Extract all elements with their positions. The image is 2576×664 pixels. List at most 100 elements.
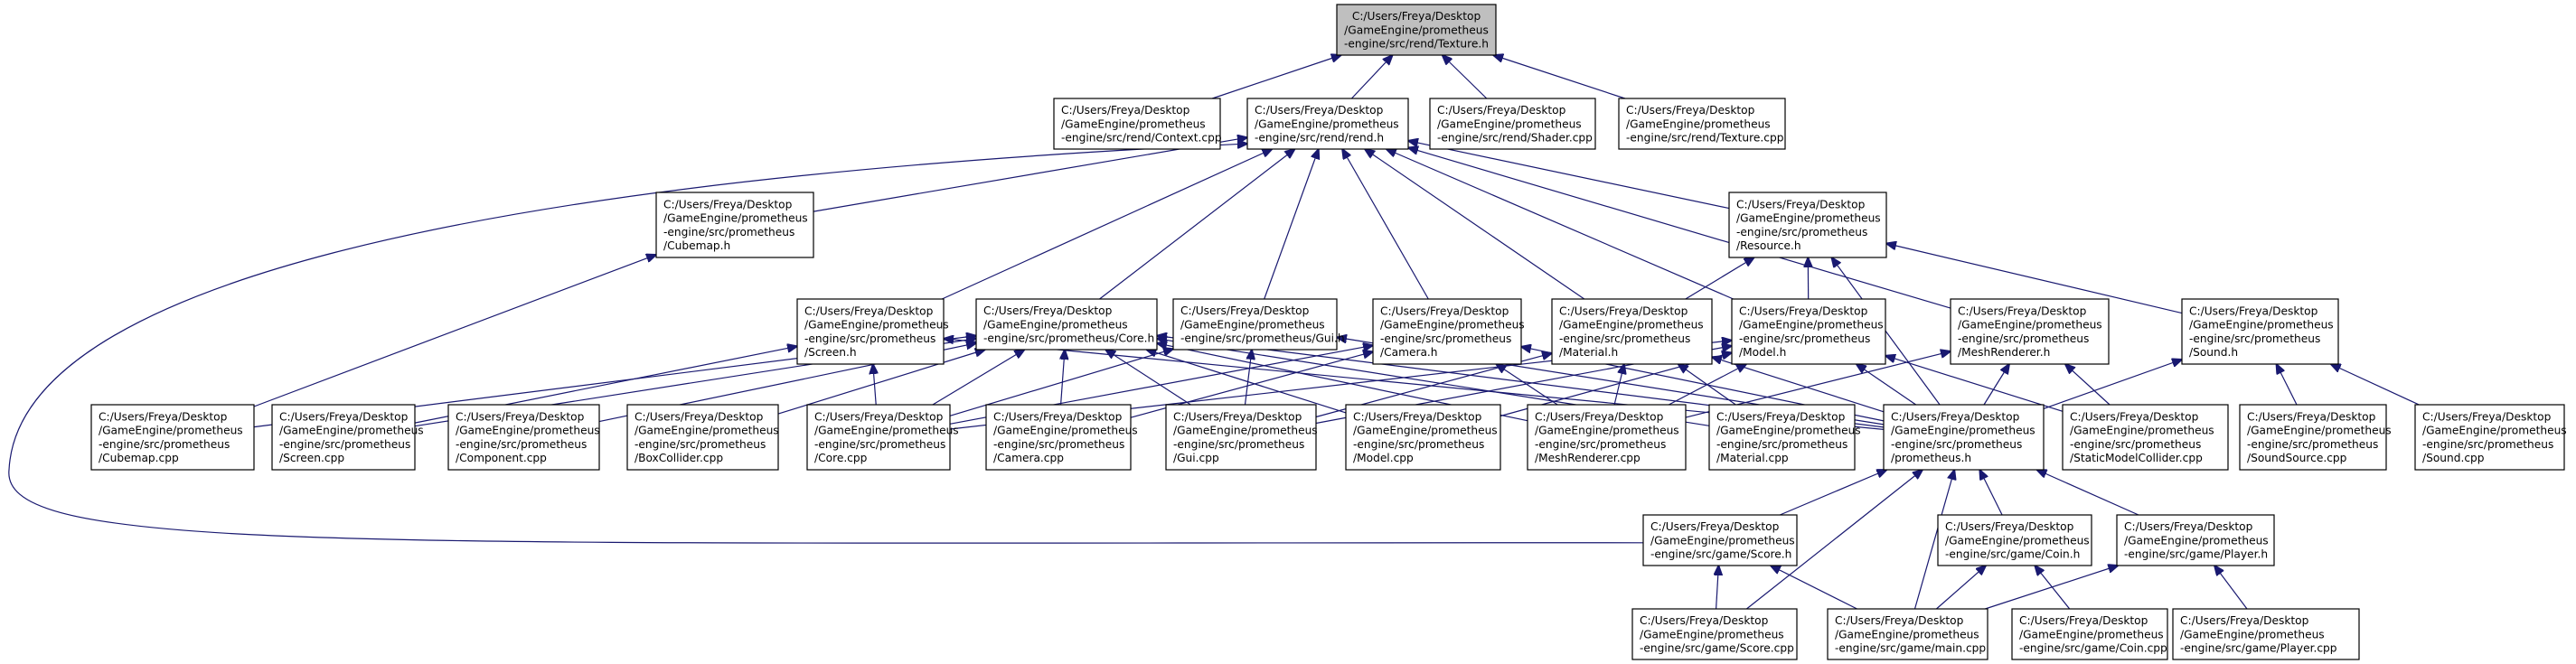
node-rend-h[interactable]: C:/Users/Freya/Desktop/GameEngine/promet… [1246, 98, 1409, 150]
edge-model-cpp-to-core-h [1146, 350, 1347, 414]
node-player-h[interactable]: C:/Users/Freya/Desktop/GameEngine/promet… [2116, 514, 2275, 566]
node-core-cpp[interactable]: C:/Users/Freya/Desktop/GameEngine/promet… [806, 404, 959, 471]
node-label-line: /GameEngine/prometheus [2180, 628, 2325, 641]
node-model-cpp[interactable]: C:/Users/Freya/Desktop/GameEngine/promet… [1345, 404, 1501, 471]
node-texture-cpp[interactable]: C:/Users/Freya/Desktop/GameEngine/promet… [1618, 98, 1786, 150]
node-box [1172, 298, 1338, 351]
node-label-line: -engine/src/prometheus [663, 226, 794, 238]
node-label-line: C:/Users/Freya/Desktop [1352, 10, 1481, 23]
node-prometheus-h[interactable]: C:/Users/Freya/Desktop/GameEngine/promet… [1883, 404, 2045, 471]
node-score-cpp[interactable]: C:/Users/Freya/Desktop/GameEngine/promet… [1631, 608, 1798, 660]
node-label-line: C:/Users/Freya/Desktop [1353, 411, 1482, 424]
node-label-line: /Material.cpp [1716, 452, 1789, 464]
node-label-line: /GameEngine/prometheus [1626, 117, 1771, 130]
node-soundsource-cpp[interactable]: C:/Users/Freya/Desktop/GameEngine/promet… [2239, 404, 2392, 471]
node-label-line: /GameEngine/prometheus [814, 425, 959, 437]
node-gui-h[interactable]: C:/Users/Freya/Desktop/GameEngine/promet… [1172, 298, 1345, 351]
node-label-line: /GameEngine/prometheus [2019, 628, 2164, 641]
node-coin-h[interactable]: C:/Users/Freya/Desktop/GameEngine/promet… [1937, 514, 2092, 566]
node-label-line: /GameEngine/prometheus [1945, 534, 2090, 547]
node-label-line: C:/Users/Freya/Desktop [983, 304, 1113, 317]
node-context-cpp[interactable]: C:/Users/Freya/Desktop/GameEngine/promet… [1053, 98, 1222, 150]
node-label-line: /GameEngine/prometheus [1559, 319, 1704, 332]
node-label-line: C:/Users/Freya/Desktop [2180, 614, 2309, 627]
node-model-h[interactable]: C:/Users/Freya/Desktop/GameEngine/promet… [1731, 298, 1886, 365]
node-label-line: -engine/src/prometheus [993, 438, 1124, 451]
node-gui-cpp[interactable]: C:/Users/Freya/Desktop/GameEngine/promet… [1165, 404, 1318, 471]
node-label-line: /Screen.cpp [279, 452, 344, 464]
node-meshrenderer-cpp[interactable]: C:/Users/Freya/Desktop/GameEngine/promet… [1527, 404, 1687, 471]
node-label-line: -engine/src/prometheus [456, 438, 587, 451]
node-coin-cpp[interactable]: C:/Users/Freya/Desktop/GameEngine/promet… [2011, 608, 2168, 660]
node-camera-h[interactable]: C:/Users/Freya/Desktop/GameEngine/promet… [1372, 298, 1525, 365]
node-label-line: /GameEngine/prometheus [1353, 425, 1498, 437]
node-label-line: C:/Users/Freya/Desktop [1180, 304, 1310, 317]
node-screen-cpp[interactable]: C:/Users/Freya/Desktop/GameEngine/promet… [271, 404, 424, 471]
node-label-line: -engine/src/game/Score.cpp [1640, 642, 1794, 655]
edge-prometheus-h-to-sound-h [2043, 360, 2182, 409]
edge-score-cpp-to-prometheus-h [1746, 470, 1923, 610]
node-label-line: -engine/src/prometheus [2070, 438, 2201, 451]
node-box [1827, 608, 1988, 660]
node-label-line: /GameEngine/prometheus [1380, 319, 1525, 332]
node-meshrenderer-h[interactable]: C:/Users/Freya/Desktop/GameEngine/promet… [1950, 298, 2110, 365]
node-label-line: C:/Users/Freya/Desktop [1835, 614, 1964, 627]
node-camera-cpp[interactable]: C:/Users/Freya/Desktop/GameEngine/promet… [985, 404, 1138, 471]
node-label-line: -engine/src/rend/Texture.cpp [1626, 132, 1784, 145]
node-box [1429, 98, 1596, 150]
node-label-line: /GameEngine/prometheus [1535, 425, 1679, 437]
node-boxcollider-cpp[interactable]: C:/Users/Freya/Desktop/GameEngine/promet… [626, 404, 779, 471]
node-label-line: /GameEngine/prometheus [99, 425, 243, 437]
node-staticmodelcollider-cpp[interactable]: C:/Users/Freya/Desktop/GameEngine/promet… [2062, 404, 2229, 471]
node-label-line: -engine/src/prometheus [1739, 332, 1870, 345]
node-box [2414, 404, 2565, 471]
node-label-line: /MeshRenderer.h [1958, 346, 2050, 359]
node-label-line: -engine/src/prometheus [2189, 332, 2320, 345]
node-label-line: /GameEngine/prometheus [663, 212, 808, 225]
node-label-line: -engine/src/prometheus [279, 438, 410, 451]
edge-score-h-to-rend-h [8, 144, 1644, 544]
node-label-line: C:/Users/Freya/Desktop [1559, 305, 1688, 318]
node-label-line: -engine/src/prometheus [635, 438, 766, 451]
node-cubemap-h[interactable]: C:/Users/Freya/Desktop/GameEngine/promet… [655, 192, 814, 258]
node-resource-h[interactable]: C:/Users/Freya/Desktop/GameEngine/promet… [1728, 192, 1887, 258]
edge-player-cpp-to-player-h [2214, 566, 2248, 610]
node-label-line: C:/Users/Freya/Desktop [804, 305, 934, 318]
node-label-line: /GameEngine/prometheus [1958, 319, 2102, 332]
node-label-line: C:/Users/Freya/Desktop [2124, 520, 2253, 533]
node-box [1345, 404, 1501, 471]
node-screen-h[interactable]: C:/Users/Freya/Desktop/GameEngine/promet… [796, 298, 949, 365]
node-box [1708, 404, 1856, 471]
node-label-line: /GameEngine/prometheus [804, 319, 949, 332]
node-sound-cpp[interactable]: C:/Users/Freya/Desktop/GameEngine/promet… [2414, 404, 2567, 471]
node-score-h[interactable]: C:/Users/Freya/Desktop/GameEngine/promet… [1642, 514, 1798, 566]
node-label-line: /GameEngine/prometheus [1739, 319, 1884, 332]
node-label-line: /GameEngine/prometheus [2124, 534, 2269, 547]
node-material-h[interactable]: C:/Users/Freya/Desktop/GameEngine/promet… [1551, 298, 1713, 365]
node-main-cpp[interactable]: C:/Users/Freya/Desktop/GameEngine/promet… [1827, 608, 1988, 660]
node-label-line: /GameEngine/prometheus [1180, 318, 1325, 331]
node-core-h[interactable]: C:/Users/Freya/Desktop/GameEngine/promet… [975, 298, 1158, 351]
nodes-layer: C:/Users/Freya/Desktop/GameEngine/promet… [90, 4, 2567, 660]
node-shader-cpp[interactable]: C:/Users/Freya/Desktop/GameEngine/promet… [1429, 98, 1596, 150]
node-material-cpp[interactable]: C:/Users/Freya/Desktop/GameEngine/promet… [1708, 404, 1861, 471]
edge-material-h-to-rend-h [1365, 149, 1585, 300]
node-label-line: /Camera.cpp [993, 452, 1064, 464]
node-component-cpp[interactable]: C:/Users/Freya/Desktop/GameEngine/promet… [447, 404, 600, 471]
node-player-cpp[interactable]: C:/Users/Freya/Desktop/GameEngine/promet… [2172, 608, 2360, 660]
node-box [2181, 298, 2339, 365]
node-label-line: /GameEngine/prometheus [1891, 425, 2035, 437]
node-label-line: C:/Users/Freya/Desktop [663, 199, 793, 211]
node-sound-h[interactable]: C:/Users/Freya/Desktop/GameEngine/promet… [2181, 298, 2339, 365]
node-box [796, 298, 945, 365]
node-label-line: /Component.cpp [456, 452, 547, 464]
node-label-line: /Camera.h [1380, 346, 1438, 359]
node-label-line: -engine/src/prometheus [1958, 332, 2089, 345]
node-label-line: -engine/src/prometheus [99, 438, 230, 451]
edge-sound-cpp-to-sound-h [2331, 364, 2420, 406]
node-texture-h[interactable]: C:/Users/Freya/Desktop/GameEngine/promet… [1336, 4, 1497, 56]
node-label-line: /prometheus.h [1891, 452, 1971, 464]
node-label-line: C:/Users/Freya/Desktop [456, 411, 585, 424]
node-label-line: -engine/src/prometheus [1891, 438, 2022, 451]
node-cubemap-cpp[interactable]: C:/Users/Freya/Desktop/GameEngine/promet… [90, 404, 255, 471]
